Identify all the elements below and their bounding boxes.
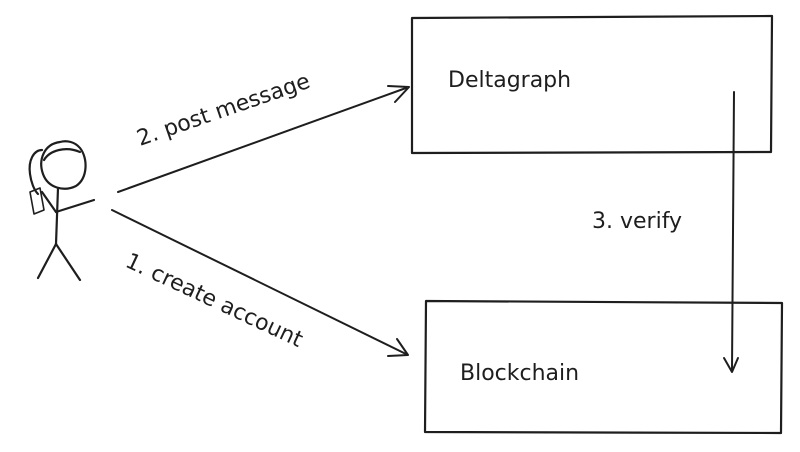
post-message-label: 2. post message <box>134 69 314 152</box>
verify-label: 3. verify <box>592 209 682 234</box>
deltagraph-node: Deltagraph <box>410 14 774 155</box>
blockchain-node: Blockchain <box>423 299 784 435</box>
deltagraph-label: Deltagraph <box>448 68 571 93</box>
create-account-label: 1. create account <box>121 249 306 353</box>
edge-verify: 3. verify <box>592 91 739 373</box>
edge-create-account: 1. create account <box>111 209 409 357</box>
edge-post-message: 2. post message <box>117 69 410 193</box>
stick-figure-user-icon <box>28 140 96 282</box>
blockchain-label: Blockchain <box>460 361 579 386</box>
